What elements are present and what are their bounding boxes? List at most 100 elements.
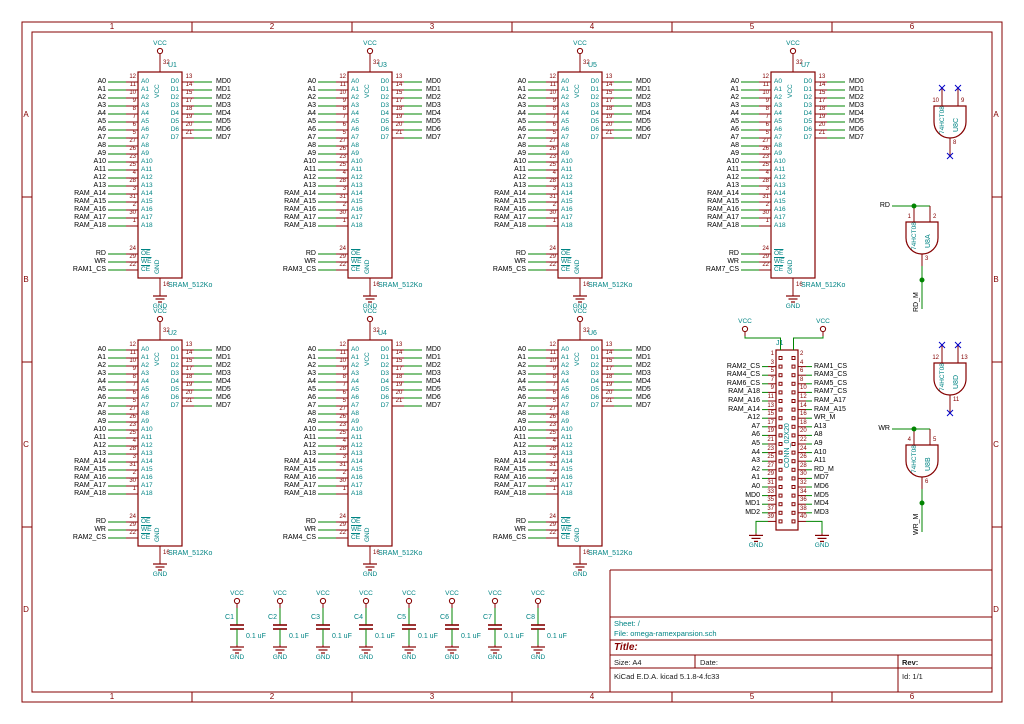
net-label: A9 bbox=[97, 150, 106, 157]
pin-number: 19 bbox=[395, 114, 403, 120]
pin-name: D6 bbox=[170, 394, 179, 401]
pin-number: 28 bbox=[129, 446, 136, 452]
net-label: RAM7_CS bbox=[705, 266, 739, 273]
pin-number: 9 bbox=[342, 98, 346, 104]
gnd-net-label: GND bbox=[362, 303, 378, 310]
component-ref: U8C bbox=[953, 117, 960, 132]
pin-number: 11 bbox=[549, 82, 556, 88]
pin-number: 2 bbox=[765, 202, 769, 208]
pin-name: VCC bbox=[154, 352, 161, 366]
vcc-net-label: VCC bbox=[316, 590, 330, 597]
pin-name: D3 bbox=[380, 370, 389, 377]
net-label: A5 bbox=[97, 118, 106, 125]
and-gate-body[interactable] bbox=[933, 105, 967, 139]
net-label: A12 bbox=[726, 174, 739, 181]
pin-number: 24 bbox=[549, 514, 556, 520]
pin-name: A0 bbox=[561, 78, 569, 85]
pin-number: 29 bbox=[129, 522, 136, 528]
connector-pin-pad bbox=[778, 399, 783, 403]
connector-pin-pad bbox=[791, 459, 796, 464]
pin-number: 26 bbox=[339, 146, 346, 152]
pin-name: D2 bbox=[590, 362, 599, 369]
pin-name: A14 bbox=[561, 190, 573, 197]
pin-name: OE bbox=[141, 518, 151, 525]
pin-number: 11 bbox=[762, 82, 769, 88]
pin-name: A3 bbox=[561, 370, 569, 377]
pin-name: GND bbox=[574, 527, 581, 542]
pin-number: 27 bbox=[129, 138, 136, 144]
net-label: A7 bbox=[97, 402, 106, 409]
vcc-net-label: VCC bbox=[363, 40, 377, 47]
pin-name: A11 bbox=[141, 166, 153, 173]
sram-chip-body[interactable] bbox=[557, 339, 603, 547]
component-ref: U8D bbox=[953, 374, 960, 389]
pin-number: 2 bbox=[552, 470, 556, 476]
and-gate-body[interactable] bbox=[905, 221, 939, 255]
pin-name: A3 bbox=[141, 102, 149, 109]
pin-number: 16 bbox=[583, 550, 590, 556]
pin-number: 25 bbox=[767, 454, 774, 461]
net-label: MD4 bbox=[216, 110, 231, 117]
pin-number: 3 bbox=[342, 186, 346, 192]
pin-name: OE bbox=[351, 518, 361, 525]
connector-pin-pad bbox=[791, 467, 796, 472]
pin-name: A14 bbox=[774, 190, 786, 197]
pin-number: 18 bbox=[605, 106, 613, 112]
pin-name: D4 bbox=[170, 110, 179, 117]
pin-number: 21 bbox=[185, 398, 193, 404]
net-label: A0 bbox=[751, 483, 760, 490]
net-label: RAM_A17 bbox=[494, 482, 526, 489]
pin-name: A2 bbox=[774, 94, 782, 101]
net-label: MD4 bbox=[814, 500, 829, 508]
pin-number: 16 bbox=[373, 282, 380, 288]
pin-name: D3 bbox=[170, 102, 179, 109]
pin-number: 25 bbox=[339, 430, 346, 436]
pin-number: 17 bbox=[185, 98, 193, 104]
connector-pin-pad bbox=[778, 407, 783, 412]
pin-number: 12 bbox=[129, 342, 136, 348]
connector-pin-pad bbox=[778, 476, 783, 481]
pin-number: 31 bbox=[767, 480, 774, 486]
pin-name: D4 bbox=[590, 378, 599, 385]
pin-name: D2 bbox=[803, 94, 812, 101]
pin-name: A13 bbox=[351, 182, 363, 189]
pin-number: 6 bbox=[342, 122, 346, 128]
vcc-net-label: VCC bbox=[153, 308, 167, 315]
gnd-net-label: GND bbox=[358, 654, 374, 661]
net-label: RAM6_CS bbox=[726, 379, 760, 387]
pin-name: GND bbox=[364, 527, 371, 542]
pin-name: A18 bbox=[141, 490, 153, 497]
pin-name: A14 bbox=[561, 458, 573, 465]
and-gate-body[interactable] bbox=[905, 444, 939, 478]
sram-chip-body[interactable] bbox=[347, 71, 393, 279]
pin-name: D1 bbox=[590, 86, 599, 93]
pin-number: 27 bbox=[339, 138, 346, 144]
component-value: SRAM_512Ko bbox=[378, 550, 423, 557]
no-connect-icon bbox=[938, 341, 946, 349]
pin-number: 8 bbox=[765, 106, 769, 112]
pin-name: D7 bbox=[590, 402, 599, 409]
pin-number: 15 bbox=[395, 90, 403, 96]
sram-chip-body[interactable] bbox=[557, 71, 603, 279]
pin-name: A9 bbox=[351, 150, 359, 157]
sram-chip-body[interactable] bbox=[347, 339, 393, 547]
no-connect-icon bbox=[954, 84, 962, 92]
component-ref: U6 bbox=[588, 330, 597, 337]
net-label: MD2 bbox=[636, 362, 651, 369]
net-label: RAM_A15 bbox=[74, 198, 106, 205]
net-label: RAM_A17 bbox=[284, 482, 316, 489]
pin-name: A5 bbox=[141, 118, 149, 125]
gnd-net-label: GND bbox=[487, 654, 503, 661]
net-label: RD bbox=[305, 518, 316, 525]
pin-number: 4 bbox=[552, 438, 556, 444]
and-gate-body[interactable] bbox=[933, 362, 967, 396]
net-label: A12 bbox=[513, 174, 526, 181]
pin-number: 13 bbox=[185, 342, 193, 348]
pin-name: A1 bbox=[561, 354, 569, 361]
frame-row-label: D bbox=[23, 604, 29, 614]
pin-number: 12 bbox=[339, 342, 346, 348]
pin-number: 21 bbox=[185, 130, 193, 136]
pin-name: D7 bbox=[803, 134, 812, 141]
vcc-symbol bbox=[366, 315, 374, 323]
sram-chip-body[interactable] bbox=[770, 71, 816, 279]
